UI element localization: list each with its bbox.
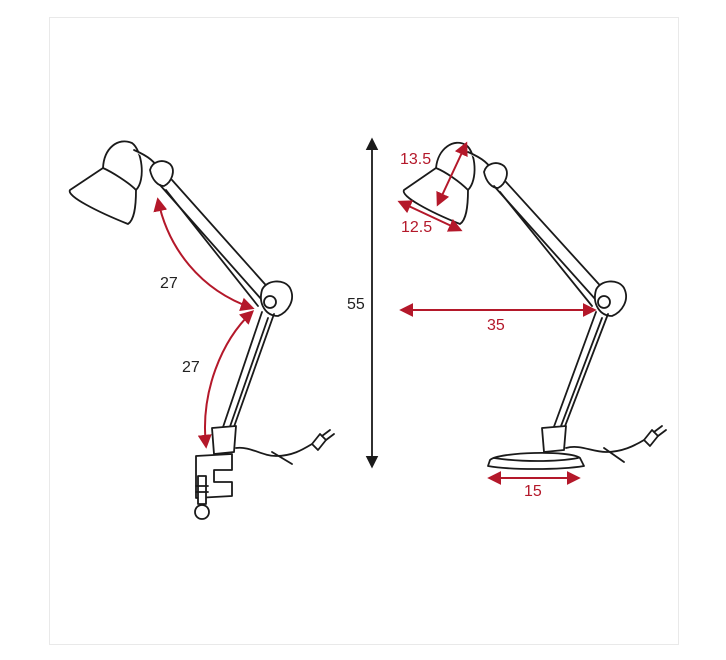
arm-base-left [211,425,237,455]
shade-width-arrow [397,200,463,232]
arm-upper-label: 27 [160,275,178,292]
power-cord-left [235,429,335,465]
arm-upper-dimension-arc [153,197,255,311]
arm-base-right [541,425,567,453]
elbow-joint-left [260,280,293,317]
arm-lower-dimension-arc [197,310,255,449]
shade-joint-left [149,160,174,187]
desk-clamp [194,453,233,520]
base-width-label: 15 [524,483,542,500]
left-dimension-arcs [153,197,255,449]
shade-width-label: 12.5 [401,219,433,236]
elbow-joint-right [594,280,627,317]
shade-height-label: 13.5 [400,151,432,168]
power-cord-right [565,425,667,463]
total-height-label: 55 [347,296,365,313]
right-dimension-arrows [397,141,597,485]
arm-lower-label: 27 [182,359,200,376]
shade-joint-right [483,162,508,189]
reach-label: 35 [487,317,505,334]
shade-height-arrow [436,141,468,207]
clamp-lamp-illustration [69,140,335,520]
diagram-frame [49,17,679,645]
upper-arm-right [493,181,607,307]
lower-arm-left [219,311,275,439]
weighted-base [487,452,585,470]
lamp-shade-left [69,140,161,225]
lower-arm-right [551,311,609,435]
